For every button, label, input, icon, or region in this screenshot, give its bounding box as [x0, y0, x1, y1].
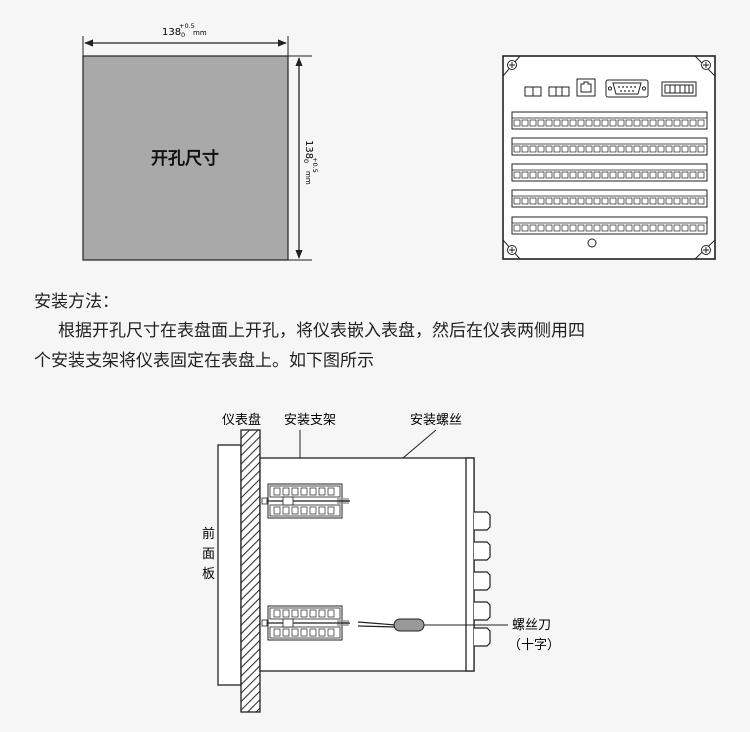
screwdriver-type: （十字） — [508, 638, 560, 653]
corner-screw-top-right — [701, 60, 711, 70]
panel-label: 仪表盘 — [222, 412, 261, 428]
rear-hole — [587, 238, 597, 248]
terminal-strip-2 — [511, 137, 708, 156]
height-dimension-unit: mm — [304, 171, 312, 185]
terminal-strips — [511, 111, 708, 235]
screwdriver-label: 螺丝刀 — [512, 618, 551, 633]
side-mounting-view: 仪表盘 安装支架 安装螺丝 前 面 板 螺丝刀 （十字） — [202, 412, 560, 713]
corner-screw-top-left — [507, 60, 517, 70]
cutout-label: 开孔尺寸 — [151, 148, 219, 169]
screwdriver — [357, 618, 425, 632]
front-panel — [217, 444, 242, 686]
width-dimension-main: 138 — [162, 27, 181, 38]
width-dimension-unit: mm — [193, 29, 207, 37]
terminal-connector — [661, 81, 697, 97]
small-connector-1 — [524, 86, 542, 97]
mounting-bracket-top — [261, 483, 350, 519]
install-instruction-line-1: 根据开孔尺寸在表盘面上开孔，将仪表嵌入表盘，然后在仪表两侧用四 — [58, 321, 585, 341]
terminal-strip-5 — [511, 216, 708, 235]
rear-tab-4 — [474, 601, 491, 621]
rear-tab-2 — [474, 541, 491, 561]
height-dimension-tol-upper: +0.5 — [311, 157, 319, 173]
terminal-strip-3 — [511, 163, 708, 182]
width-dimension-tol-lower: 0 — [181, 31, 185, 39]
cutout-drawing: 138 +0.5 0 mm 开孔尺寸 138 +0.5 0 mm — [82, 22, 319, 261]
db9-serial-port — [605, 79, 649, 98]
terminal-strip-1 — [511, 111, 708, 130]
corner-screw-bottom-left — [507, 245, 517, 255]
rear-terminal-tabs — [474, 511, 491, 647]
install-instruction-line-2: 个安装支架将仪表固定在表盘上。如下图所示 — [34, 351, 374, 371]
rear-tab-1 — [474, 511, 491, 531]
rear-tab-3 — [474, 571, 491, 591]
terminal-strip-4 — [511, 189, 708, 208]
cutout-square — [82, 55, 289, 261]
rear-tab-5 — [474, 627, 491, 647]
install-method-title: 安装方法： — [34, 292, 119, 312]
rear-cover — [465, 457, 475, 672]
width-dimension-tol-upper: +0.5 — [179, 22, 195, 30]
front-panel-label-2: 面 — [202, 547, 215, 562]
corner-screw-bottom-right — [701, 245, 711, 255]
rj45-port — [576, 78, 596, 97]
height-dimension-main: 138 — [303, 140, 314, 159]
front-panel-label-1: 前 — [202, 526, 215, 542]
screw-label: 安装螺丝 — [410, 413, 462, 428]
height-dimension-tol-lower: 0 — [302, 159, 310, 163]
small-connector-2 — [548, 86, 570, 97]
mounting-panel — [240, 429, 261, 713]
mounting-bracket-bottom — [261, 605, 350, 641]
front-panel-label-3: 板 — [202, 567, 215, 582]
bracket-label: 安装支架 — [284, 413, 336, 428]
instrument-rear-view — [502, 55, 716, 260]
